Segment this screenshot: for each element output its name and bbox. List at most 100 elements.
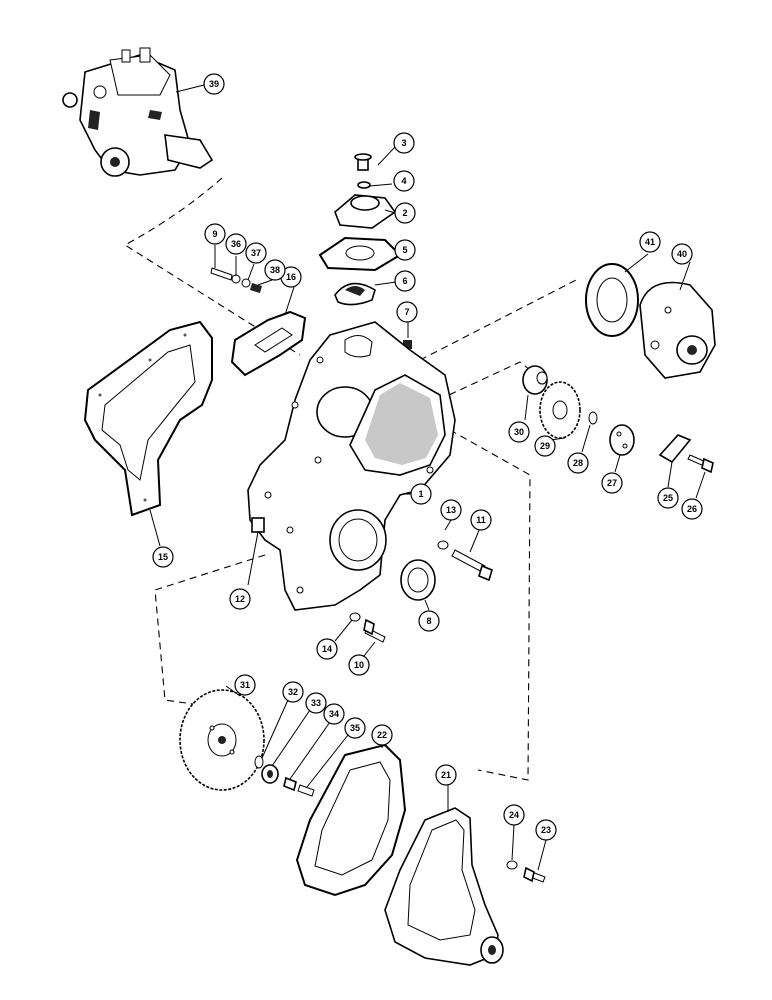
callout-13: 13 <box>440 499 462 521</box>
callout-35: 35 <box>344 717 366 739</box>
callout-number: 24 <box>509 810 519 820</box>
callout-number: 21 <box>441 770 451 780</box>
callout-circle <box>657 487 679 509</box>
callout-28: 28 <box>567 452 589 474</box>
callout-number: 39 <box>209 79 219 89</box>
callout-11: 11 <box>470 509 492 531</box>
callout-circle <box>203 73 225 95</box>
callout-circle <box>371 724 393 746</box>
callout-12: 12 <box>229 588 251 610</box>
callout-22: 22 <box>371 724 393 746</box>
callout-circle <box>508 421 530 443</box>
callout-circle <box>393 132 415 154</box>
callout-number: 6 <box>402 276 407 286</box>
callout-number: 23 <box>541 825 551 835</box>
callout-circle <box>535 819 557 841</box>
callout-number: 25 <box>663 493 673 503</box>
cover-gasket <box>295 743 407 897</box>
timing-gear-housing <box>247 321 456 611</box>
callout-41: 41 <box>639 231 661 253</box>
callout-number: 13 <box>446 505 456 515</box>
callout-number: 30 <box>514 427 524 437</box>
callout-circle <box>567 452 589 474</box>
callout-32: 32 <box>282 681 304 703</box>
callout-38: 38 <box>264 259 286 281</box>
callout-39: 39 <box>203 73 225 95</box>
callout-circle <box>418 610 440 632</box>
callout-circle <box>152 546 174 568</box>
callout-number: 4 <box>401 176 406 186</box>
callout-21: 21 <box>435 764 457 786</box>
callout-circle <box>671 243 693 265</box>
callout-3: 3 <box>393 132 415 154</box>
injection-pump <box>62 47 214 177</box>
callout-circle <box>534 435 556 457</box>
callout-30: 30 <box>508 421 530 443</box>
callout-circle <box>681 498 703 520</box>
callout-circle <box>394 270 416 292</box>
callout-number: 37 <box>251 248 261 258</box>
callout-circle <box>470 509 492 531</box>
callout-number: 26 <box>687 504 697 514</box>
callout-circle <box>204 223 226 245</box>
callout-31: 31 <box>234 674 256 696</box>
callout-circle <box>393 170 415 192</box>
callout-number: 29 <box>540 441 550 451</box>
front-cover <box>384 807 546 966</box>
callout-24: 24 <box>503 804 525 826</box>
callout-bubbles: 1234567891011121314151621222324252627282… <box>152 73 703 841</box>
callout-number: 1 <box>418 489 423 499</box>
callout-number: 32 <box>288 687 298 697</box>
callout-circle <box>394 202 416 224</box>
callout-number: 27 <box>607 478 617 488</box>
callout-circle <box>229 588 251 610</box>
callout-23: 23 <box>535 819 557 841</box>
callout-number: 16 <box>286 272 296 282</box>
callout-number: 33 <box>311 698 321 708</box>
callout-number: 41 <box>645 237 655 247</box>
callout-4: 4 <box>393 170 415 192</box>
callout-number: 35 <box>350 723 360 733</box>
callout-2: 2 <box>394 202 416 224</box>
callout-circle <box>410 483 432 505</box>
callout-circle <box>225 233 247 255</box>
callout-33: 33 <box>305 692 327 714</box>
callout-number: 12 <box>235 594 245 604</box>
callout-circle <box>639 231 661 253</box>
callout-40: 40 <box>671 243 693 265</box>
callout-number: 38 <box>270 265 280 275</box>
water-pump <box>585 263 716 379</box>
callout-7: 7 <box>396 301 418 323</box>
studs-and-small-gasket <box>210 267 307 377</box>
large-front-gasket <box>83 320 213 517</box>
callout-number: 14 <box>322 644 332 654</box>
callout-1: 1 <box>410 483 432 505</box>
callout-number: 34 <box>329 709 339 719</box>
callout-circle <box>316 638 338 660</box>
callout-number: 28 <box>573 458 583 468</box>
callout-36: 36 <box>225 233 247 255</box>
callout-number: 36 <box>231 239 241 249</box>
callout-circle <box>305 692 327 714</box>
callout-14: 14 <box>316 638 338 660</box>
callout-circle <box>394 239 416 261</box>
callout-circle <box>264 259 286 281</box>
callout-circle <box>601 472 623 494</box>
thermostat-stack <box>318 153 412 349</box>
callout-8: 8 <box>418 610 440 632</box>
callout-37: 37 <box>245 242 267 264</box>
callout-number: 31 <box>240 680 250 690</box>
seal-and-bolts <box>251 517 493 643</box>
callout-6: 6 <box>394 270 416 292</box>
callout-number: 9 <box>212 229 217 239</box>
callout-circle <box>344 717 366 739</box>
callout-10: 10 <box>348 654 370 676</box>
callout-circle <box>503 804 525 826</box>
callout-25: 25 <box>657 487 679 509</box>
callout-circle <box>440 499 462 521</box>
cam-gear-assembly <box>179 689 315 797</box>
callout-number: 40 <box>677 249 687 259</box>
callout-9: 9 <box>204 223 226 245</box>
callout-circle <box>323 703 345 725</box>
